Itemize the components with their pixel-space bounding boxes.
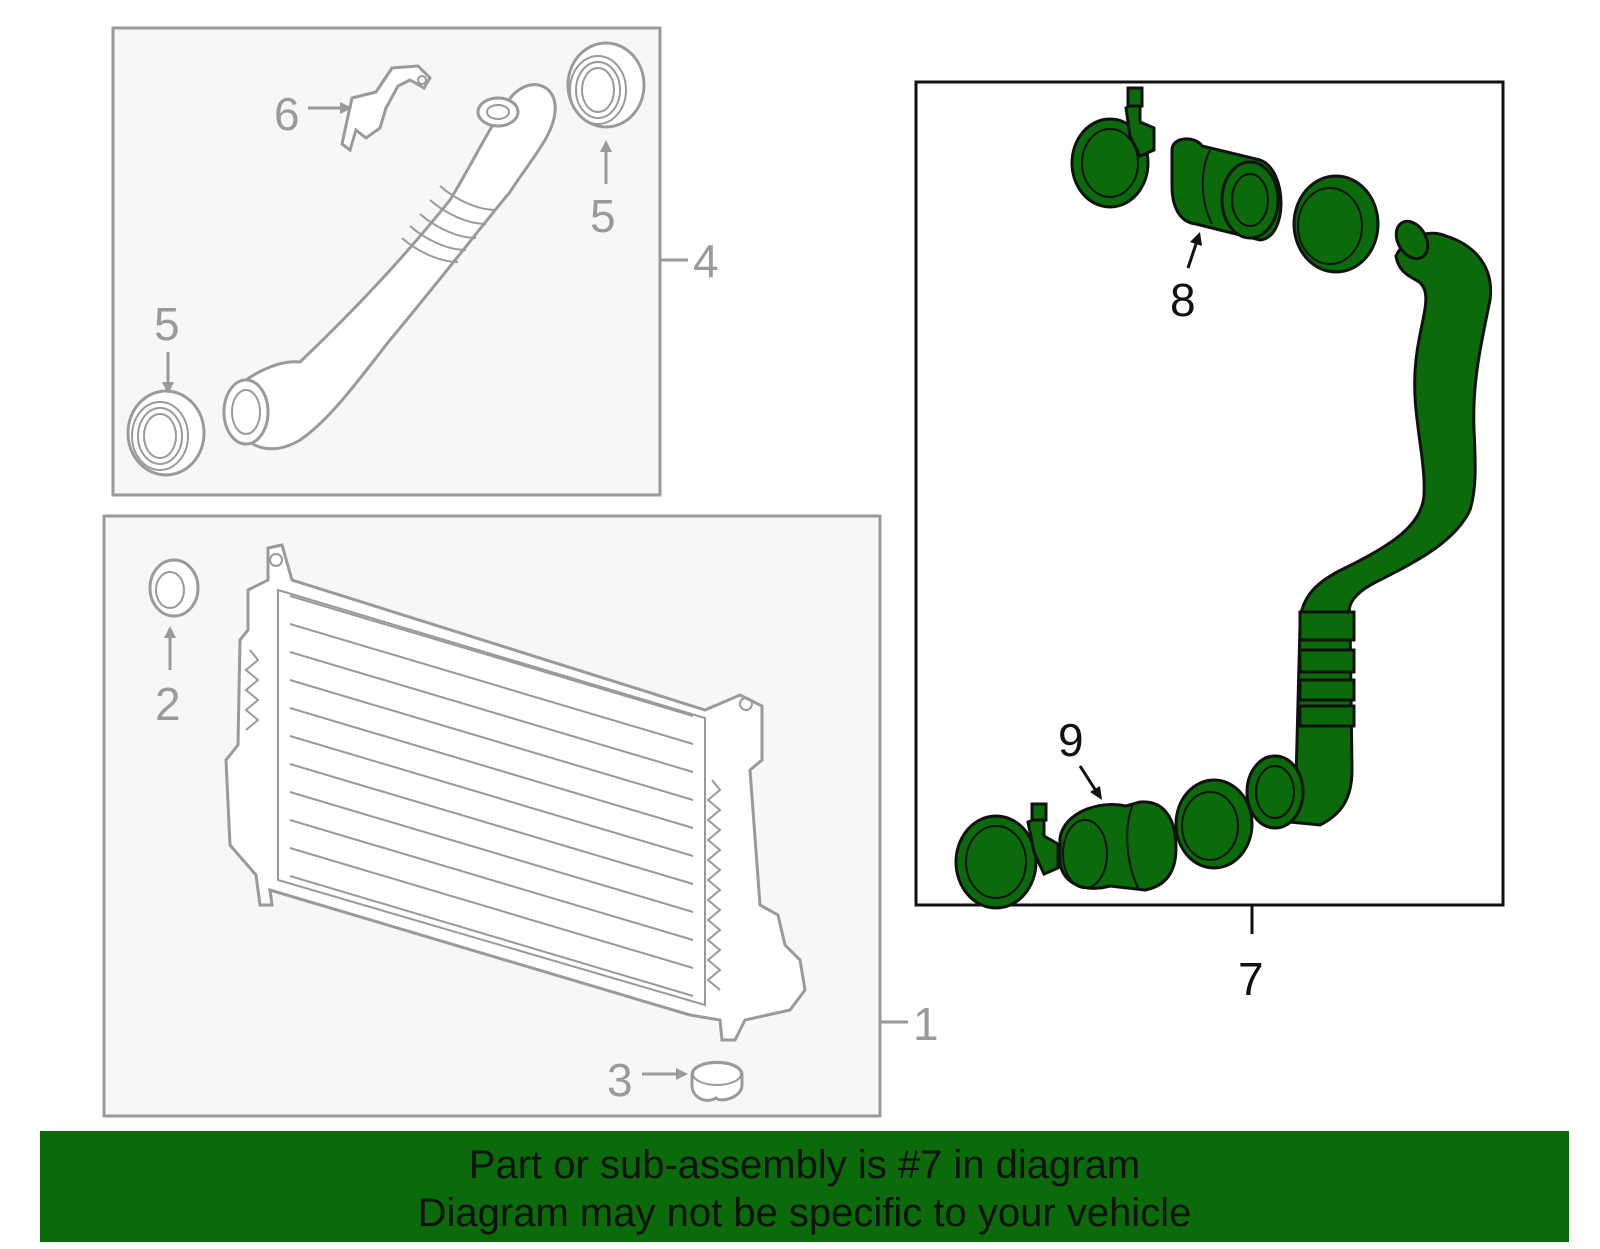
callout-6: 6 — [274, 88, 300, 140]
callout-9: 9 — [1058, 714, 1084, 766]
seal-ring-top[interactable] — [566, 41, 646, 129]
callout-4: 4 — [693, 235, 719, 287]
callout-7: 7 — [1238, 953, 1264, 1005]
hose-clamp-upper[interactable] — [1070, 86, 1156, 209]
banner-line-2: Diagram may not be specific to your vehi… — [417, 1191, 1192, 1235]
sensor-bracket[interactable] — [340, 64, 432, 153]
group-1-panel: 2 3 — [102, 514, 882, 1118]
group-7-panel: 8 9 — [914, 80, 1505, 910]
seal-upper[interactable] — [1292, 174, 1380, 274]
hose-clamp-lower[interactable] — [954, 802, 1060, 910]
intercooler-pipe-upper[interactable] — [222, 83, 557, 451]
callout-5-top: 5 — [590, 190, 616, 242]
callout-3: 3 — [607, 1054, 633, 1106]
insulator[interactable] — [690, 1060, 744, 1102]
banner-line-1: Part or sub-assembly is #7 in diagram — [468, 1143, 1141, 1187]
coupler-upper[interactable] — [1170, 137, 1283, 242]
group-4-panel: 6 5 5 — [111, 26, 662, 497]
seal-ring-bottom[interactable] — [126, 389, 206, 477]
callout-1: 1 — [913, 998, 939, 1050]
intercooler-hose[interactable] — [1245, 216, 1493, 830]
callout-5-bottom: 5 — [154, 298, 180, 350]
callout-2: 2 — [155, 678, 181, 730]
callout-8: 8 — [1170, 274, 1196, 326]
info-banner: Part or sub-assembly is #7 in diagram Di… — [40, 1131, 1569, 1242]
grommet[interactable] — [148, 558, 200, 618]
intercooler-core[interactable] — [224, 543, 807, 1042]
coupler-lower[interactable] — [1058, 800, 1178, 892]
seal-lower[interactable] — [1174, 778, 1254, 870]
